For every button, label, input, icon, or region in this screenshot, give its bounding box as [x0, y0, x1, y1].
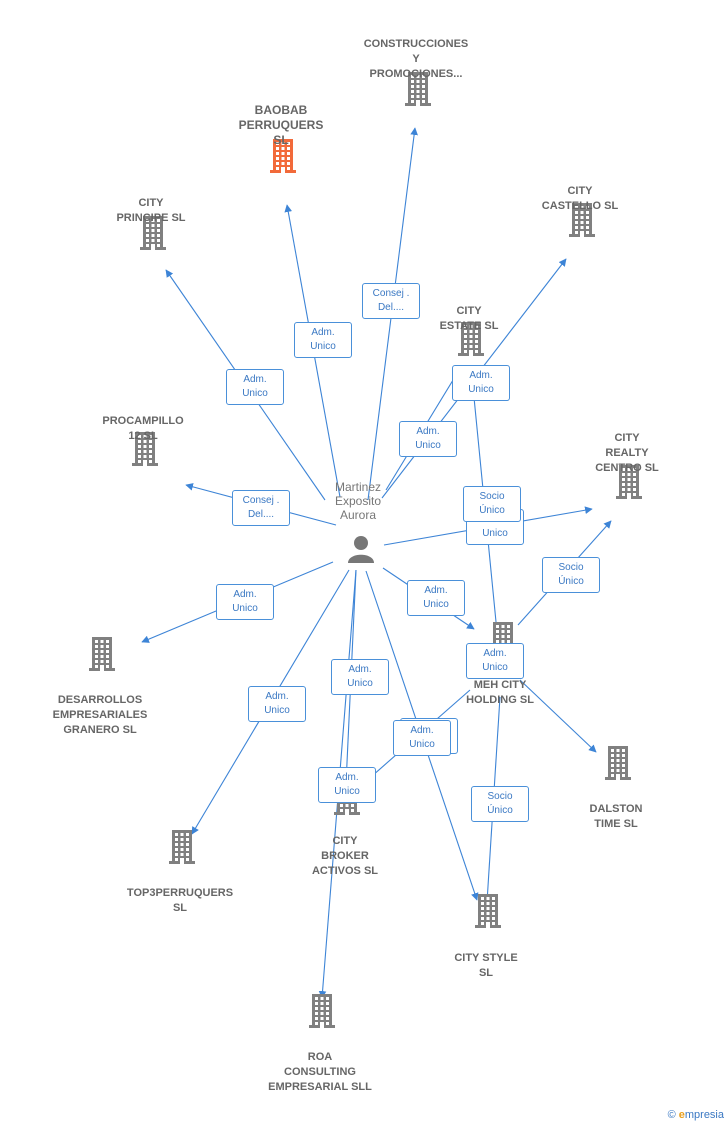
building-icon [614, 463, 644, 499]
building-icon [456, 320, 486, 356]
node-label-roa: ROA CONSULTING EMPRESARIAL SLL [268, 1051, 372, 1093]
edge-label-city-estate[interactable]: Socio Único [463, 486, 521, 522]
building-icon [268, 137, 298, 173]
node-label-city-style: CITY STYLE SL [454, 952, 518, 979]
edge-label-dalston[interactable]: Adm. Unico [466, 643, 524, 679]
building-icon [307, 992, 337, 1028]
edge-label-city-castello[interactable]: Adm. Unico [399, 421, 457, 457]
node-label-city-broker: CITY BROKER ACTIVOS SL [311, 835, 379, 877]
building-icon [87, 635, 117, 671]
edge-label-desarrollos[interactable]: Adm. Unico [216, 584, 274, 620]
node-label-desarrollos: DESARROLLOS EMPRESARIALES GRANERO SL [52, 694, 148, 736]
building-icon [567, 201, 597, 237]
edge-label-city-broker[interactable]: Adm. Unico [331, 659, 389, 695]
edge-label-baobab[interactable]: Adm. Unico [294, 322, 352, 358]
center-person-label: Martinez Exposito Aurora [334, 480, 382, 522]
edge-label-city-estate[interactable]: Adm. Unico [452, 365, 510, 401]
node-label-city-castello: CITY CASTELLO SL [541, 185, 619, 212]
node-label-top3: TOP3PERRUQUERS SL [126, 887, 234, 914]
node-label-procampillo: PROCAMPILLO 12 SL [102, 415, 184, 442]
building-icon [473, 892, 503, 928]
building-icon [130, 430, 160, 466]
building-icon [138, 214, 168, 250]
edge-label-roa[interactable]: Adm. Unico [318, 767, 376, 803]
edge-label-procampillo[interactable]: Consej . Del.... [232, 490, 290, 526]
brand-name: mpresia [684, 1109, 724, 1121]
edge-label-city-realty[interactable]: Socio Único [542, 557, 600, 593]
node-label-construcciones: CONSTRUCCIONES Y PROMOCIONES... [363, 38, 469, 80]
node-label-baobab: BAOBAB PERRUQUERS SL [238, 103, 324, 147]
brand-initial: e [678, 1109, 685, 1121]
node-label-city-estate: CITY ESTATE SL [439, 305, 499, 332]
building-icon [403, 70, 433, 106]
edge-label-top3[interactable]: Adm. Unico [248, 686, 306, 722]
building-icon [603, 744, 633, 780]
node-label-dalston: DALSTON TIME SL [589, 803, 643, 830]
copyright-symbol: © [667, 1109, 676, 1121]
edge-label-meh-city[interactable]: Adm. Unico [407, 580, 465, 616]
edge-meh-city-to-dalston [519, 679, 597, 753]
node-label-city-realty: CITY REALTY CENTRO SL [595, 432, 659, 474]
edge-label-city-style[interactable]: Socio Único [471, 786, 529, 822]
edge-label-city-principe[interactable]: Adm. Unico [226, 369, 284, 405]
node-label-meh-city: MEH CITY HOLDING SL [466, 679, 534, 706]
edge-label-city-broker[interactable]: Adm. Unico [393, 720, 451, 756]
empresia-watermark: © empresia [668, 1109, 724, 1121]
building-icon [167, 828, 197, 864]
person-icon [348, 536, 374, 563]
edge-label-construcciones[interactable]: Consej . Del.... [362, 283, 420, 319]
node-label-city-principe: CITY PRINCIPE SL [116, 197, 186, 224]
